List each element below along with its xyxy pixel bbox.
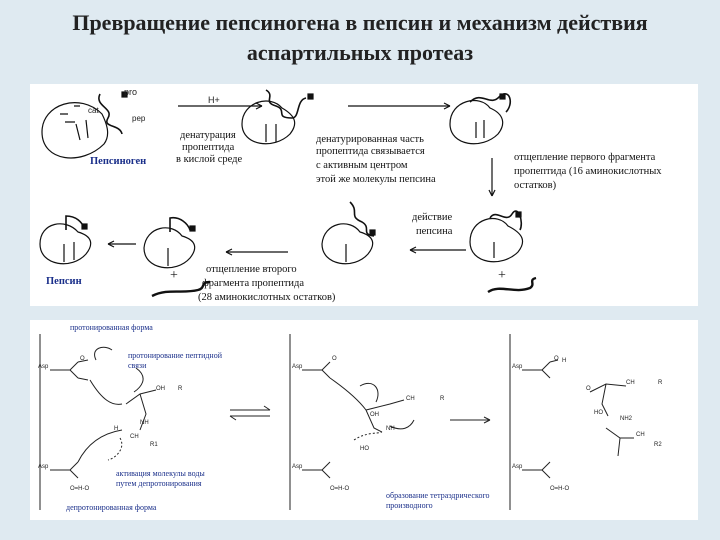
arrow-left-3 (107, 240, 136, 248)
chem-o-3: O (554, 356, 559, 362)
chem-ch-3: CH (626, 380, 635, 386)
intermediate-4 (321, 201, 376, 265)
first-fragment-line-3: остатков) (514, 180, 557, 191)
intermediate-5 (143, 216, 196, 269)
proton-label: H+ (208, 95, 220, 105)
arrow-left-2 (225, 248, 288, 256)
intermediate-3 (469, 210, 524, 263)
chem-r1-1: R1 (150, 442, 158, 448)
chem-coo-3: O=H-O (550, 486, 570, 492)
activation-panel: pro cat pep H+ Пепсиноген денатурация пр… (30, 84, 698, 306)
pepsin-structure (39, 215, 92, 265)
chem-r2-3: R2 (654, 442, 662, 448)
chem-nh-2: NH (386, 426, 395, 432)
arrow-1 (178, 102, 263, 110)
chem-h-3: H (562, 358, 567, 364)
intermediate-1 (241, 89, 314, 145)
intermediate-2 (449, 93, 512, 145)
fragment-16 (487, 276, 537, 294)
chem-o-2: O (332, 356, 337, 362)
first-fragment-line-2: пропептида (16 аминокислотных (514, 166, 662, 177)
arrow-2 (348, 102, 451, 110)
pepsin-label: Пепсин (46, 276, 82, 287)
second-fragment-line-3: (28 аминокислотных остатков) (198, 292, 336, 303)
chem-r-1: R (178, 386, 183, 392)
chem-r-2: R (440, 396, 445, 402)
binding-line-3: с активным центром (316, 160, 408, 171)
water-activation-line-2: путем депротонирования (116, 479, 202, 488)
asp-1: Asp (38, 364, 49, 370)
page-title: Превращение пепсиногена в пепсин и механ… (0, 8, 720, 68)
chem-ch-1: CH (130, 434, 139, 440)
mechanism-drawing (39, 334, 634, 510)
chem-coo-2: O=H-O (330, 486, 350, 492)
second-fragment-line-1: отщепление второго (206, 264, 297, 275)
chem-nh2-3: NH2 (620, 416, 633, 422)
activation-drawing (39, 89, 537, 298)
chem-nh-1: NH (140, 420, 149, 426)
chem-r-3: R (658, 380, 663, 386)
chem-o-4: O (586, 386, 591, 392)
asp-3: Asp (292, 364, 303, 370)
plus-sign-right: + (498, 268, 506, 283)
arrow-left-1 (409, 246, 466, 254)
pepsin-action-line-2: пепсина (416, 226, 453, 237)
title-line-2: аспартильных протеаз (246, 40, 474, 65)
cat-label: cat (88, 106, 99, 115)
denaturation-line-3: в кислой среде (176, 154, 243, 165)
chem-ho-3: HO (594, 410, 603, 416)
pepsinogen-structure (41, 91, 128, 159)
water-activation-line-1: активация молекулы воды (116, 469, 205, 478)
asp-4: Asp (292, 464, 303, 470)
asp-5: Asp (512, 364, 523, 370)
denaturation-line-1: денатурация (180, 130, 236, 141)
pepsinogen-label: Пепсиноген (90, 156, 147, 167)
arrow-down (488, 158, 496, 197)
asp-upper-left (50, 359, 89, 381)
mechanism-panel: протонированная форма протонирование пеп… (30, 320, 698, 520)
chem-ch-2: CH (406, 396, 415, 402)
chem-h-1: H (114, 426, 119, 432)
second-fragment-line-2: фрагмента пропептида (202, 278, 305, 289)
tetrahedral-line-2: производного (386, 501, 433, 510)
fragment-28 (151, 280, 211, 298)
chem-coo-1: O=H-O (70, 486, 90, 492)
deprotonated-form-label: депротонированная форма (66, 503, 157, 512)
pepsin-action-line-1: действие (412, 212, 453, 223)
pep-label: pep (132, 114, 146, 123)
title-line-1: Превращение пепсиногена в пепсин и механ… (72, 10, 648, 35)
chem-ch-4: CH (636, 432, 645, 438)
binding-line-2: пропептида связывается (316, 146, 425, 157)
binding-line-4: этой же молекулы пепсина (316, 174, 436, 185)
plus-sign-left: + (170, 268, 178, 283)
pro-label: pro (124, 87, 138, 97)
peptide-protonation-line-1: протонирование пептидной (128, 351, 222, 360)
binding-line-1: денатурированная часть (316, 134, 424, 145)
asp-6: Asp (512, 464, 523, 470)
tetrahedral-line-1: образование тетраэдрического (386, 491, 490, 500)
chem-o-1: O (80, 356, 85, 362)
denaturation-line-2: пропептида (182, 142, 235, 153)
peptide-protonation-line-2: связи (128, 361, 147, 370)
chem-ho-2: HO (360, 446, 369, 452)
chem-oh-1: OH (156, 386, 165, 392)
asp-lower-left (50, 461, 79, 479)
protonated-form-label: протонированная форма (70, 323, 153, 332)
first-fragment-line-1: отщепление первого фрагмента (514, 152, 656, 163)
chem-oh-2: OH (370, 412, 379, 418)
asp-2: Asp (38, 464, 49, 470)
